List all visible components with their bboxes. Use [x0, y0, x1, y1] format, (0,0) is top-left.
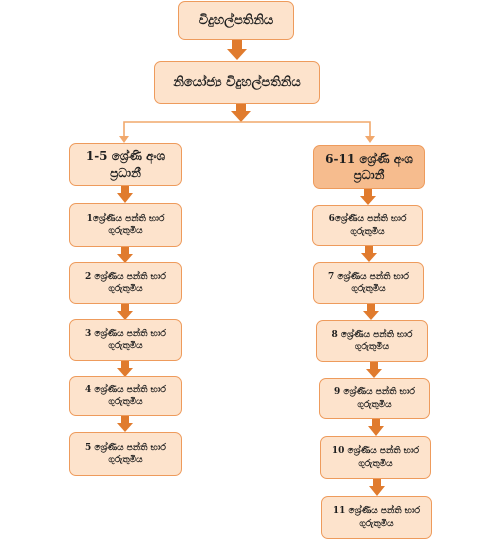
grade-11-teacher-label: 11 ශ්‍රේණිය පන්ති භාර ගුරුතුමිය [332, 506, 421, 529]
grade-1-teacher-box: 1ශ්‍රේණිය පන්ති භාර ගුරුතුමිය [69, 203, 182, 247]
right-section-head-box: 6-11 ශ්‍රේණි අංශ ප්‍රධානී [313, 145, 425, 189]
grade-8-teacher-box: 8 ශ්‍රේණිය පන්ති භාර ගුරුතුමිය [316, 320, 428, 362]
left-column-arrows [117, 186, 133, 432]
grade-6-teacher-box: 6ශ්‍රේණිය පන්ති භාර ගුරුතුමිය [312, 205, 423, 246]
left-section-head-label: 1-5 ශ්‍රේණි අංශ ප්‍රධානී [85, 149, 166, 180]
arrow-deputy-to-junction [231, 104, 251, 122]
grade-2-teacher-box: 2 ශ්‍රේණිය පන්ති භාර ගුරුතුමිය [69, 262, 182, 304]
grade-6-teacher-label: 6ශ්‍රේණිය පන්ති භාර ගුරුතුමිය [328, 214, 407, 237]
right-section-head-label: 6-11 ශ්‍රේණි අංශ ප්‍රධානී [325, 151, 413, 182]
deputy-principal-label: නියෝජ්‍ය විදුහල්පතිනිය [173, 74, 301, 90]
grade-11-teacher-box: 11 ශ්‍රේණිය පන්ති භාර ගුරුතුමිය [321, 496, 432, 539]
arrow-principal-to-deputy [227, 40, 247, 60]
grade-7-teacher-box: 7 ශ්‍රේණිය පන්ති භාර ගුරුතුමිය [313, 262, 424, 304]
deputy-principal-box: නියෝජ්‍ය විදුහල්පතිනිය [154, 61, 320, 104]
grade-7-teacher-label: 7 ශ්‍රේණිය පන්ති භාර ගුරුතුමිය [328, 271, 409, 294]
right-column-arrows [360, 189, 385, 496]
grade-4-teacher-label: 4 ශ්‍රේණිය පන්ති භාර ගුරුතුමිය [85, 384, 166, 407]
branch-arrowhead-right [365, 136, 375, 143]
grade-3-teacher-box: 3 ශ්‍රේණිය පන්ති භාර ගුරුතුමිය [69, 319, 182, 361]
principal-box: විදුහල්පතිනිය [178, 1, 294, 40]
principal-label: විදුහල්පතිනිය [198, 12, 274, 28]
branch-arrowhead-left [119, 136, 129, 143]
grade-3-teacher-label: 3 ශ්‍රේණිය පන්ති භාර ගුරුතුමිය [85, 328, 166, 351]
branch-connector-line [123, 121, 371, 139]
grade-9-teacher-label: 9 ශ්‍රේණිය පන්ති භාර ගුරුතුමිය [334, 387, 415, 410]
grade-5-teacher-box: 5 ශ්‍රේණිය පන්ති භාර ගුරුතුමිය [69, 432, 182, 476]
grade-10-teacher-label: 10 ශ්‍රේණිය පන්ති භාර ගුරුතුමිය [331, 446, 420, 469]
grade-9-teacher-box: 9 ශ්‍රේණිය පන්ති භාර ගුරුතුමිය [319, 378, 430, 419]
grade-2-teacher-label: 2 ශ්‍රේණිය පන්ති භාර ගුරුතුමිය [85, 271, 166, 294]
grade-1-teacher-label: 1ශ්‍රේණිය පන්ති භාර ගුරුතුමිය [86, 213, 165, 236]
grade-4-teacher-box: 4 ශ්‍රේණිය පන්ති භාර ගුරුතුමිය [69, 376, 182, 416]
left-section-head-box: 1-5 ශ්‍රේණි අංශ ප්‍රධානී [69, 143, 182, 186]
grade-10-teacher-box: 10 ශ්‍රේණිය පන්ති භාර ගුරුතුමිය [320, 436, 431, 479]
grade-8-teacher-label: 8 ශ්‍රේණිය පන්ති භාර ගුරුතුමිය [331, 329, 413, 352]
grade-5-teacher-label: 5 ශ්‍රේණිය පන්ති භාර ගුරුතුමිය [85, 442, 166, 465]
